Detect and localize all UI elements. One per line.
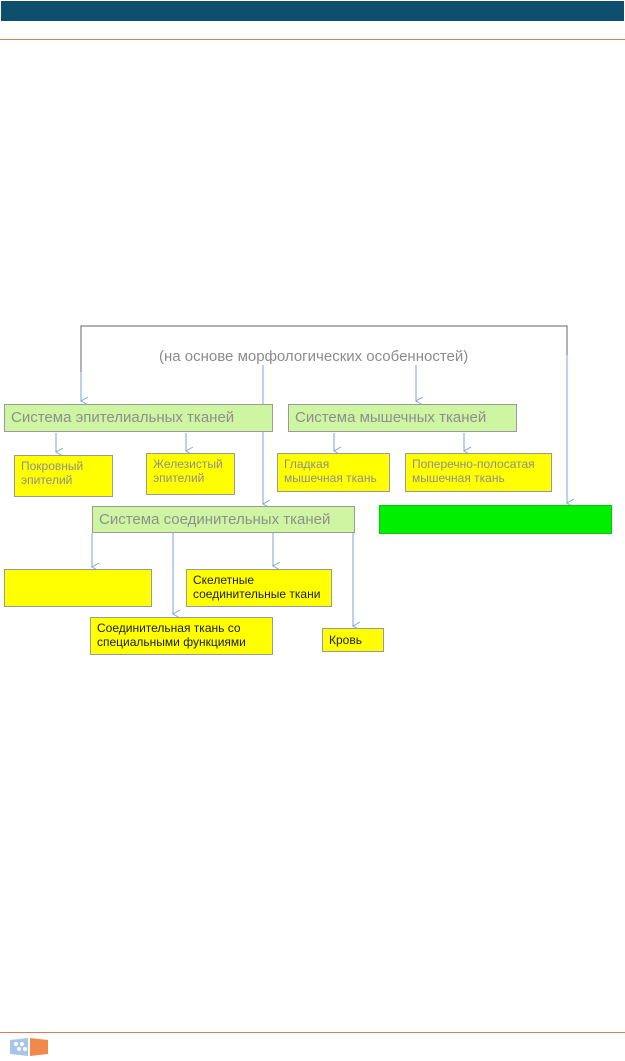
header-bar [1, 1, 624, 21]
unlabeled-subtype-box [4, 569, 152, 607]
footer-rule [0, 1032, 625, 1033]
smooth-muscle-box: Гладкая мышечная ткань [277, 453, 390, 492]
glandular-epithelium-box: Железистый эпителий [146, 453, 235, 495]
header-rule [0, 39, 625, 40]
logo-icon [10, 1038, 48, 1056]
blood-box: Кровь [322, 628, 384, 652]
striated-muscle-box: Поперечно-полосатая мышечная ткань [405, 453, 552, 492]
diagram-caption: (на основе морфологических особенностей) [158, 348, 500, 365]
connective-system-box: Система соединительных тканей [92, 506, 355, 533]
unlabeled-system-box [379, 505, 612, 534]
special-connective-box: Соединительная ткань со специальными фун… [90, 617, 273, 655]
muscle-system-box: Система мышечных тканей [288, 404, 517, 432]
epithelial-system-box: Система эпителиальных тканей [4, 404, 273, 432]
root-bracket [80, 325, 568, 372]
covering-epithelium-box: Покровный эпителий [14, 455, 113, 497]
skeletal-connective-box: Скелетные соединительные ткани [186, 569, 332, 607]
